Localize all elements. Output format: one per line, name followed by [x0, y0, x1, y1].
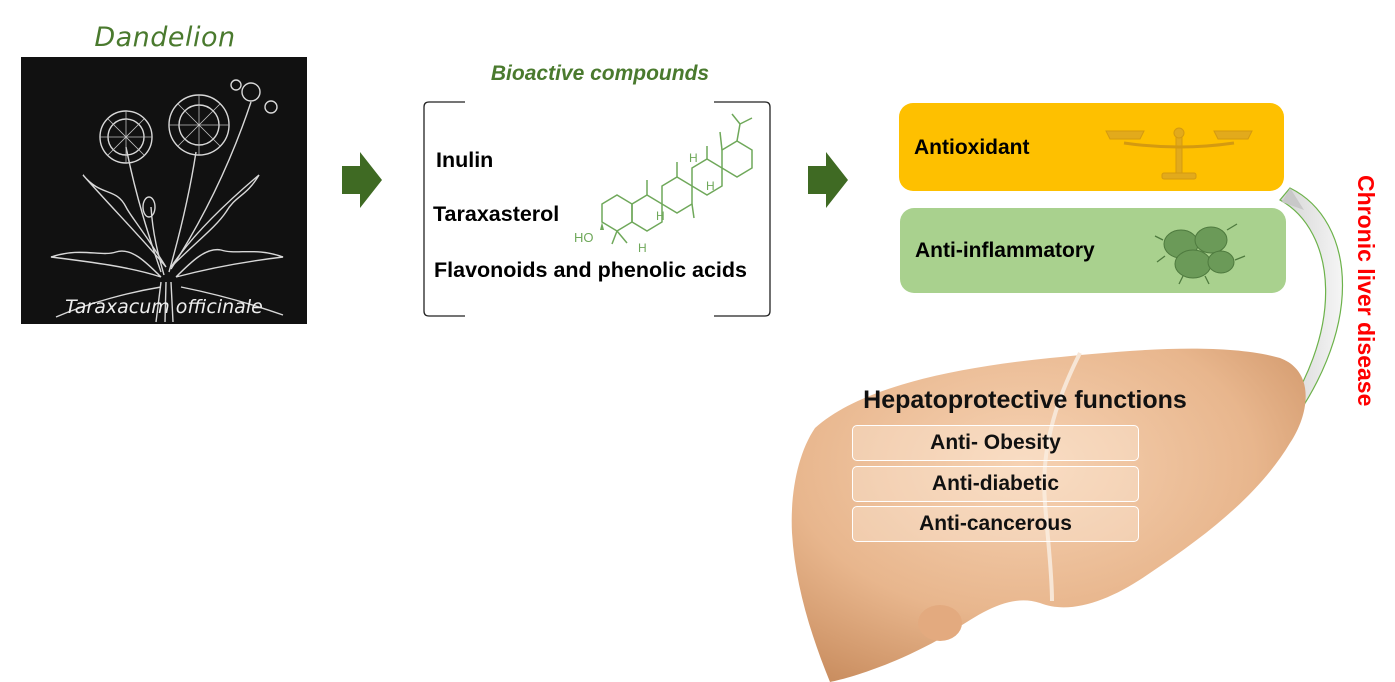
compound-taraxasterol: Taraxasterol — [433, 202, 560, 226]
ho-label: HO — [574, 230, 594, 245]
hepatoprotective-title: Hepatoprotective functions — [863, 386, 1187, 414]
species-label: Taraxacum officinale — [65, 296, 263, 318]
function-anti-obesity: Anti- Obesity — [852, 425, 1139, 461]
anti-inflammatory-label: Anti-inflammatory — [915, 239, 1095, 262]
taraxasterol-structure: HO H H H H — [574, 113, 753, 254]
h-label: H — [638, 241, 647, 254]
chronic-liver-disease-label: Chronic liver disease — [1353, 175, 1379, 406]
cell-cluster-icon — [1154, 223, 1246, 285]
balance-scale-icon — [1105, 127, 1253, 180]
dandelion-title: Dandelion — [94, 22, 236, 53]
antioxidant-box: Antioxidant — [899, 103, 1284, 191]
h-label: H — [656, 209, 665, 223]
h-label: H — [706, 179, 715, 193]
compound-flavonoids: Flavonoids and phenolic acids — [434, 258, 747, 282]
dandelion-sketch — [50, 79, 284, 323]
right-bracket — [714, 101, 771, 317]
anti-inflammatory-box: Anti-inflammatory — [900, 208, 1286, 293]
left-bracket — [423, 101, 465, 317]
dandelion-image — [21, 57, 307, 324]
liver-illustration — [791, 348, 1306, 682]
h-label: H — [689, 151, 698, 165]
function-anti-diabetic: Anti-diabetic — [852, 466, 1139, 502]
antioxidant-label: Antioxidant — [914, 136, 1030, 159]
arrow-right-icon — [342, 152, 382, 208]
bioactive-title: Bioactive compounds — [490, 62, 710, 85]
function-anti-cancerous: Anti-cancerous — [852, 506, 1139, 542]
compound-inulin: Inulin — [436, 148, 494, 172]
arrow-right-icon — [808, 152, 848, 208]
disease-text: Chronic liver disease — [1353, 175, 1379, 406]
